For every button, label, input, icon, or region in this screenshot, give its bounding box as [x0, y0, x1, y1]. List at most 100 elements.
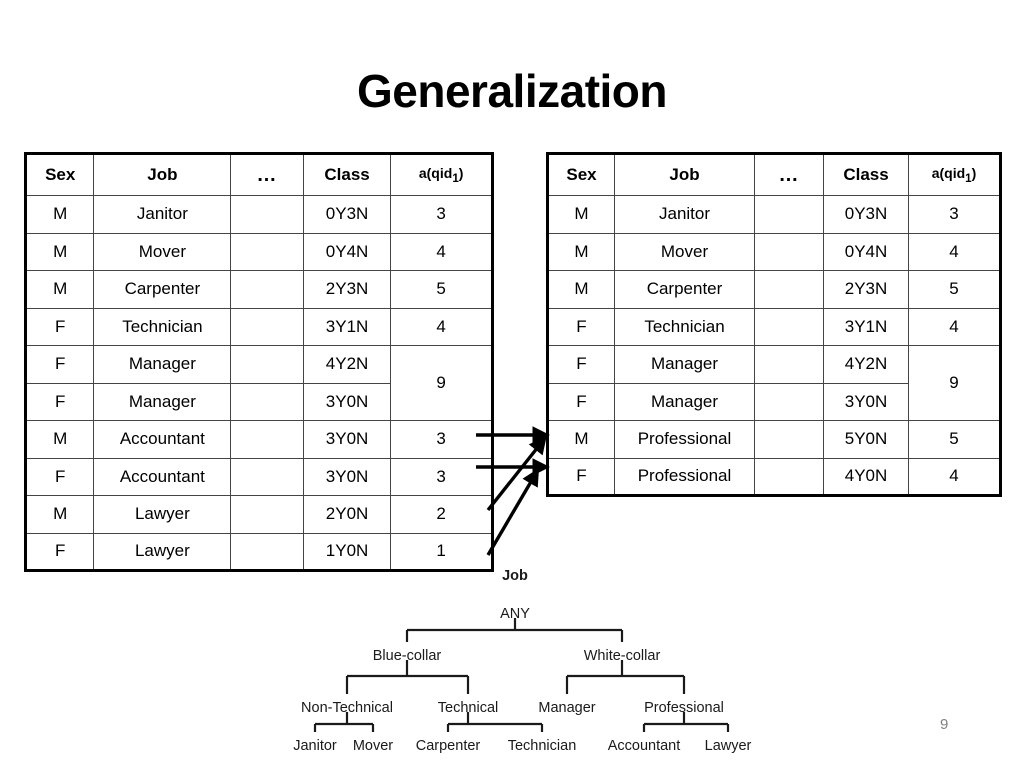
cell-ellipsis	[230, 532, 304, 571]
tree-node-mover: Mover	[352, 738, 394, 754]
page-title: Generalization	[357, 65, 667, 117]
cell-sex: M	[24, 495, 95, 534]
tree-node-job: Job	[502, 568, 528, 584]
cell-class: 4Y2N	[302, 345, 392, 384]
cell-aqid: 3	[908, 195, 1001, 234]
cell-aqid: 9	[390, 345, 493, 421]
cell-class: 2Y0N	[302, 495, 392, 534]
cell-aqid: 1	[390, 532, 493, 571]
aqid-subscript: 1	[452, 171, 459, 185]
cell-class: 3Y1N	[302, 307, 392, 346]
cell-ellipsis	[754, 307, 824, 346]
cell-job: Janitor	[614, 195, 755, 234]
column-header-sex: Sex	[547, 153, 615, 196]
cell-ellipsis	[230, 307, 304, 346]
cell-class: 1Y0N	[302, 532, 392, 571]
cell-ellipsis	[230, 195, 304, 234]
cell-aqid: 4	[908, 307, 1001, 346]
cell-job: Lawyer	[93, 532, 232, 571]
tree-node-manager: Manager	[538, 700, 596, 716]
cell-ellipsis	[230, 270, 304, 309]
arrows-svg	[476, 426, 550, 556]
column-header-aqid: a(qid1)	[908, 153, 1001, 196]
cell-class: 2Y3N	[302, 270, 392, 309]
cell-job: Technician	[93, 307, 232, 346]
generalized-table-header: Sex Job … Class a(qid1)	[547, 153, 1001, 196]
cell-ellipsis	[754, 345, 824, 384]
column-header-ellipsis: …	[754, 153, 824, 196]
aqid-subscript: 1	[965, 171, 972, 185]
cell-sex: F	[24, 457, 95, 496]
cell-ellipsis	[230, 232, 304, 271]
cell-aqid: 9	[908, 345, 1001, 421]
cell-ellipsis	[754, 382, 824, 421]
cell-sex: F	[547, 307, 615, 346]
column-header-aqid: a(qid1)	[390, 153, 493, 196]
aqid-close: )	[971, 165, 977, 182]
aqid-base: a(qid	[931, 165, 966, 182]
cell-job: Accountant	[93, 457, 232, 496]
cell-job: Professional	[614, 420, 755, 459]
cell-aqid: 5	[390, 270, 493, 309]
cell-class: 5Y0N	[823, 420, 909, 459]
cell-job: Manager	[614, 382, 755, 421]
cell-job: Lawyer	[93, 495, 232, 534]
cell-sex: F	[24, 532, 95, 571]
tree-node-any: ANY	[500, 606, 530, 622]
cell-ellipsis	[230, 495, 304, 534]
cell-job: Carpenter	[93, 270, 232, 309]
table-header-row: Sex Job … Class a(qid1)	[24, 153, 493, 196]
cell-aqid: 3	[390, 457, 493, 496]
cell-class: 2Y3N	[823, 270, 909, 309]
tree-node-lawyer: Lawyer	[704, 738, 752, 754]
cell-ellipsis	[230, 382, 304, 421]
cell-sex: F	[547, 345, 615, 384]
cell-class: 0Y3N	[823, 195, 909, 234]
tree-node-accountant: Accountant	[607, 738, 681, 754]
cell-aqid: 3	[390, 195, 493, 234]
cell-class: 3Y1N	[823, 307, 909, 346]
cell-aqid: 5	[908, 270, 1001, 309]
cell-sex: M	[547, 195, 615, 234]
column-header-ellipsis: …	[230, 153, 304, 196]
cell-sex: F	[24, 345, 95, 384]
tree-node-janitor: Janitor	[293, 738, 337, 754]
cell-ellipsis	[754, 232, 824, 271]
cell-class: 4Y0N	[823, 457, 909, 496]
cell-sex: M	[24, 270, 95, 309]
cell-job: Mover	[93, 232, 232, 271]
cell-class: 3Y0N	[302, 420, 392, 459]
cell-job: Manager	[93, 382, 232, 421]
cell-class: 3Y0N	[302, 382, 392, 421]
cell-sex: M	[24, 232, 95, 271]
cell-job: Technician	[614, 307, 755, 346]
tree-node-technician: Technician	[507, 738, 577, 754]
page-number: 9	[940, 716, 949, 733]
cell-sex: F	[547, 382, 615, 421]
column-header-sex: Sex	[24, 153, 95, 196]
cell-sex: M	[547, 420, 615, 459]
aqid-base: a(qid	[418, 165, 453, 182]
cell-class: 0Y4N	[823, 232, 909, 271]
generalization-arrows	[470, 405, 550, 570]
cell-sex: M	[24, 420, 95, 459]
cell-aqid: 4	[908, 232, 1001, 271]
tree-node-professional: Professional	[644, 700, 724, 716]
tree-node-non-technical: Non-Technical	[301, 700, 393, 716]
